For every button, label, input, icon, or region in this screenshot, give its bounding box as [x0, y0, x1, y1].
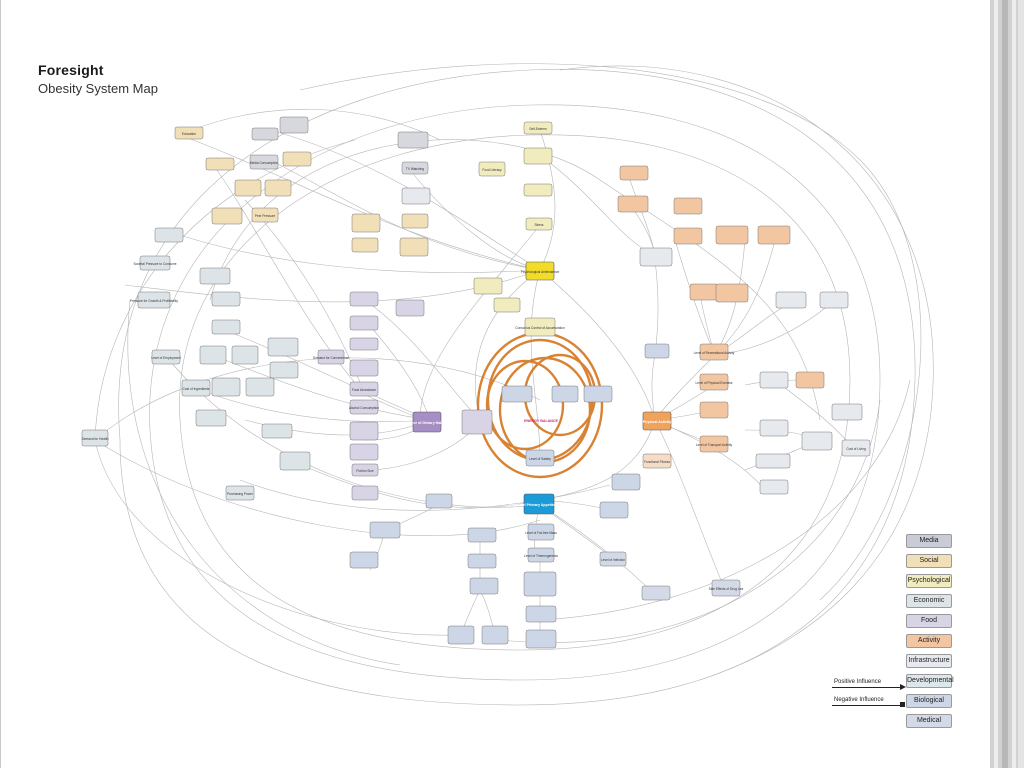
node-transport-activity: Level of Transport Activity: [696, 435, 733, 453]
negative-influence-row: Negative Influence: [830, 697, 905, 711]
demand-health-label: Demand for Health: [82, 437, 109, 441]
node-level-recreational: Level of Recreational Activity: [694, 343, 735, 361]
node-force-dietary: Force of Dietary Habits: [407, 411, 447, 433]
node-fat-free-mass: Level of Fat-free Mass: [525, 523, 557, 541]
self-esteem-label: Self-Esteem: [529, 127, 547, 131]
node-thermogenesis: Level of Thermogenesis: [524, 547, 558, 563]
node-functional-fitness: Functional Fitness: [642, 453, 672, 469]
cost-ingredients-label: Cost of Ingredients: [183, 387, 210, 391]
influence-key: Positive Influence Negative Influence: [830, 679, 906, 711]
legend-item-infrastructure: Infrastructure: [906, 654, 952, 668]
energy-balance-label: ENERGY BALANCE: [524, 419, 558, 423]
alcohol-label: Alcohol Consumption: [349, 406, 379, 410]
legend-item-medical: Medical: [906, 714, 952, 728]
node-physical-exercise: Level of Physical Exercise: [695, 373, 733, 391]
negative-influence-label: Negative Influence: [834, 697, 884, 703]
node-energy-balance: ENERGY BALANCE: [524, 419, 558, 423]
rail: [1018, 0, 1024, 768]
level-satiety-label: Level of Satiety: [529, 457, 551, 461]
arrow-icon: [900, 684, 906, 690]
stress-label: Stress: [534, 223, 543, 227]
rail: [994, 0, 998, 768]
level-recreational-label: Level of Recreational Activity: [694, 351, 735, 355]
societal-pressure-label: Societal Pressure to Consume: [133, 262, 176, 266]
peer-pressure-label: Peer Pressure: [255, 214, 276, 218]
nodes: ENERGY BALANCE Psychological Ambivalence…: [82, 116, 871, 649]
node-education: Education: [174, 126, 204, 140]
cost-of-living-label: Cost of Living: [846, 447, 866, 451]
node-appetite-control: Degree of Primary Appetite Control: [509, 493, 569, 515]
node-infection: Level of Infection: [599, 551, 627, 567]
thermogenesis-label: Level of Thermogenesis: [524, 554, 558, 558]
infection-label: Level of Infection: [601, 558, 625, 562]
legend-item-economic: Economic: [906, 594, 952, 608]
node-stress: Stress: [525, 217, 553, 231]
title-block: Foresight Obesity System Map: [38, 62, 158, 96]
appetite-control-label: Degree of Primary Appetite Control: [509, 503, 569, 507]
drug-use-label: Side Effects of Drug Use: [709, 587, 744, 591]
node-psych-ambivalence: Psychological Ambivalence: [521, 261, 560, 281]
positive-influence-row: Positive Influence: [830, 679, 906, 693]
node-food-literacy: Food Literacy: [478, 161, 506, 177]
media-consumption-label: Media Consumption: [250, 161, 279, 165]
portion-size-label: Portion Size: [356, 469, 373, 473]
legend-item-activity: Activity: [906, 634, 952, 648]
node-media-consumption: Media Consumption: [249, 154, 279, 170]
legend-item-developmental: Developmental: [906, 674, 954, 688]
square-end-icon: [900, 702, 905, 707]
physical-activity-label: Physical Activity: [643, 420, 671, 424]
node-portion-size: Portion Size: [351, 463, 379, 477]
legend-item-food: Food: [906, 614, 952, 628]
conscious-control-label: Conscious Control of Accumulation: [515, 326, 565, 330]
education-label: Education: [182, 132, 196, 136]
convenience-label: Demand for Convenience: [313, 356, 349, 360]
node-self-esteem: Self-Esteem: [523, 121, 553, 135]
node-physical-activity: Physical Activity: [642, 411, 672, 431]
node-conscious-control: Conscious Control of Accumulation: [515, 317, 565, 337]
rail: [1002, 0, 1008, 768]
node-food-abundance: Food Abundance: [349, 381, 379, 397]
node-drug-use: Side Effects of Drug Use: [709, 579, 744, 597]
node-level-satiety: Level of Satiety: [525, 449, 555, 467]
food-abundance-label: Food Abundance: [352, 388, 376, 392]
legend-item-media: Media: [906, 534, 952, 548]
node-level-employment: Level of Employment: [151, 349, 181, 365]
fat-free-mass-label: Level of Fat-free Mass: [525, 531, 557, 535]
psych-ambivalence-label: Psychological Ambivalence: [521, 270, 560, 274]
node-alcohol: Alcohol Consumption: [349, 399, 379, 415]
rail: [1012, 0, 1016, 768]
node-tv-watching: TV Watching: [401, 161, 429, 175]
positive-influence-label: Positive Influence: [834, 679, 882, 685]
purchasing-power-label: Purchasing Power: [227, 492, 254, 496]
node-purchasing-power: Purchasing Power: [225, 485, 255, 501]
node-convenience: Demand for Convenience: [313, 349, 349, 365]
node-societal-pressure: Societal Pressure to Consume: [133, 255, 177, 271]
legend-item-psychological: Psychological: [906, 574, 952, 588]
obesity-system-map: ENERGY BALANCE Psychological Ambivalence…: [82, 63, 934, 706]
node-demand-health: Demand for Health: [82, 429, 109, 447]
functional-fitness-label: Functional Fitness: [644, 460, 670, 464]
tv-watching-label: TV Watching: [406, 167, 424, 171]
map-title: Obesity System Map: [38, 81, 158, 96]
legend-item-biological: Biological: [906, 694, 952, 708]
force-dietary-label: Force of Dietary Habits: [407, 421, 446, 425]
food-literacy-label: Food Literacy: [482, 168, 502, 172]
brand-title: Foresight: [38, 62, 104, 78]
legend-item-social: Social: [906, 554, 952, 568]
physical-exercise-label: Level of Physical Exercise: [695, 381, 732, 385]
level-employment-label: Level of Employment: [151, 356, 181, 360]
transport-activity-label: Level of Transport Activity: [696, 443, 733, 447]
node-cost-ingredients: Cost of Ingredients: [181, 379, 211, 397]
node-cost-of-living: Cost of Living: [841, 439, 871, 457]
node-peer-pressure: Peer Pressure: [251, 207, 279, 223]
node-demand-growth: Pressure for Growth & Profitability: [130, 291, 178, 309]
demand-growth-label: Pressure for Growth & Profitability: [130, 299, 178, 303]
slide-edge-rails: [990, 0, 1024, 768]
